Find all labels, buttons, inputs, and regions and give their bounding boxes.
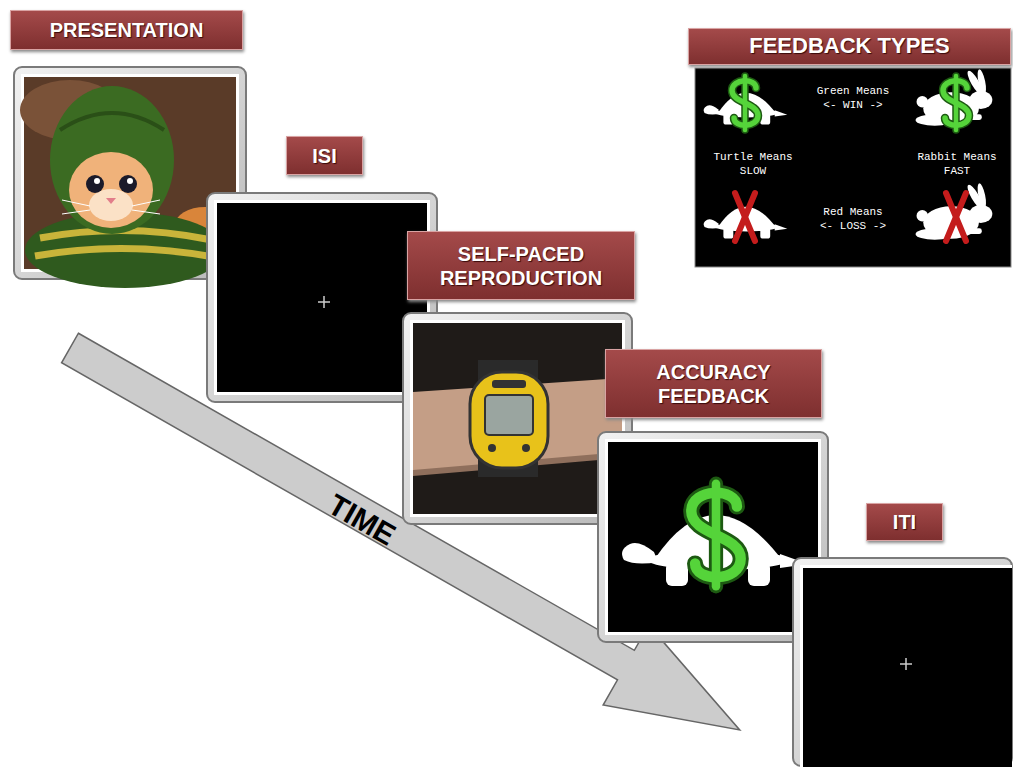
label-text: ACCURACY FEEDBACK bbox=[612, 360, 815, 408]
stopwatch-photo bbox=[485, 395, 533, 435]
label-text: FEEDBACK TYPES bbox=[749, 33, 949, 59]
feedback-legend-panel bbox=[735, 193, 755, 241]
legend-text: Turtle Means SLOW bbox=[710, 150, 796, 178]
kitten-photo bbox=[62, 200, 90, 206]
legend-text: <- LOSS -> bbox=[820, 219, 886, 233]
kitten-photo bbox=[89, 189, 133, 221]
feedback-legend-panel bbox=[943, 76, 969, 130]
step-label: PRESENTATION bbox=[10, 10, 243, 50]
isi-screen bbox=[323, 296, 325, 308]
kitten-photo bbox=[119, 175, 137, 193]
kitten-photo bbox=[69, 152, 153, 228]
step-label: SELF-PACED REPRODUCTION bbox=[407, 231, 635, 300]
kitten-photo bbox=[62, 210, 90, 214]
feedback-screen bbox=[605, 439, 821, 635]
kitten-photo bbox=[35, 248, 220, 258]
iti-screen bbox=[793, 558, 1012, 767]
kitten-photo bbox=[50, 86, 174, 234]
feedback-legend-panel bbox=[732, 76, 758, 130]
kitten-photo bbox=[60, 113, 164, 130]
kitten-photo bbox=[132, 210, 160, 214]
label-text: ITI bbox=[893, 510, 916, 534]
feedback-legend-panel bbox=[695, 68, 1011, 267]
legend-panel: Green Means<- WIN -> Turtle Means SLOW Rab… bbox=[695, 68, 1011, 267]
kitten-photo bbox=[132, 200, 160, 206]
step-label: ISI bbox=[286, 136, 363, 175]
legend-text: Green Means bbox=[817, 84, 890, 98]
kitten-photo bbox=[94, 178, 100, 184]
legend-text: Red Means bbox=[823, 205, 882, 219]
feedback-legend-panel bbox=[695, 68, 1011, 267]
step-label: ACCURACY FEEDBACK bbox=[605, 349, 822, 418]
stopwatch-photo bbox=[410, 320, 625, 517]
stopwatch-photo bbox=[470, 372, 548, 468]
kitten-photo bbox=[86, 175, 104, 193]
kitten-photo bbox=[127, 178, 133, 184]
feedback-screen bbox=[608, 442, 818, 632]
legend-text: <- WIN -> bbox=[823, 98, 882, 112]
isi-screen bbox=[217, 203, 427, 392]
iti-screen bbox=[803, 568, 1012, 767]
iti-screen bbox=[905, 658, 907, 670]
iti-screen bbox=[793, 558, 1012, 766]
step-label: ITI bbox=[866, 503, 943, 541]
label-text: ISI bbox=[312, 144, 336, 168]
label-text: PRESENTATION bbox=[50, 18, 204, 42]
label-text: SELF-PACED REPRODUCTION bbox=[414, 242, 628, 290]
iti-screen bbox=[800, 565, 1012, 767]
isi-screen bbox=[214, 200, 430, 395]
kitten-photo bbox=[106, 198, 116, 204]
stopwatch-photo bbox=[488, 444, 496, 452]
panel-heading: FEEDBACK TYPES bbox=[688, 28, 1011, 65]
stopwatch-photo bbox=[413, 323, 622, 514]
stopwatch-photo bbox=[492, 380, 526, 388]
legend-text: Rabbit Means FAST bbox=[914, 150, 1000, 178]
axis-label: TIME bbox=[322, 487, 401, 552]
feedback-legend-panel bbox=[946, 193, 966, 241]
stopwatch-photo bbox=[522, 444, 530, 452]
feedback-screen bbox=[691, 484, 740, 587]
